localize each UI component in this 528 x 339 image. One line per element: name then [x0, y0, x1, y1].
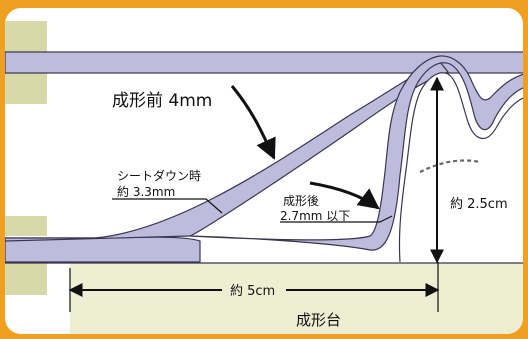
- label-height: 約 2.5cm: [450, 197, 508, 212]
- accent-square: [5, 263, 47, 295]
- arrow-before-forming: [230, 85, 276, 160]
- accent-square: [5, 216, 47, 236]
- leader-sheet-down: [112, 198, 223, 214]
- label-base: 成形台: [296, 311, 341, 329]
- label-after-forming-line2: 2.7mm 以下: [280, 209, 350, 223]
- label-after-forming-line1: 成形後: [283, 194, 319, 208]
- sheet-flat-bottom: [5, 236, 201, 263]
- forming-base: [70, 263, 523, 334]
- accent-square: [5, 72, 47, 104]
- sheet-after-forming: [189, 55, 523, 251]
- leader-after-forming: [280, 215, 393, 223]
- arrow-after-forming: [309, 181, 380, 210]
- label-width: 約 5cm: [230, 284, 275, 299]
- label-sheet-down-line1: シートダウン時: [117, 168, 201, 183]
- accent-square: [5, 21, 47, 53]
- mold-top-dash: [419, 159, 481, 173]
- label-sheet-down-line2: 約 3.3mm: [117, 184, 175, 199]
- label-before-forming: 成形前 4mm: [112, 91, 212, 111]
- sheet-before-forming: [5, 51, 523, 74]
- mold-outline: [398, 72, 523, 263]
